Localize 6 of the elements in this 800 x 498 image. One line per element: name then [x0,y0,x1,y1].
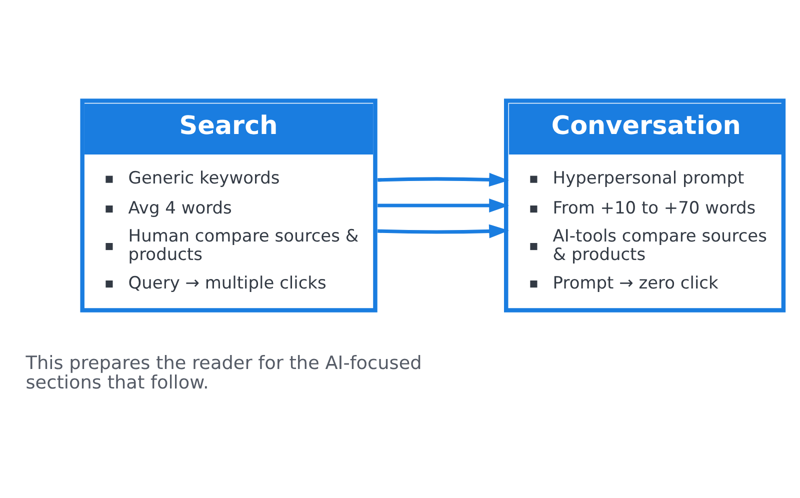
arrow [378,224,509,238]
label: This prepares the reader for the AI-focused sections that follow. [26,352,422,394]
arrow [378,172,509,187]
node-box: Search Generic keywords Avg 4 words Human compare sources & products Query → multiple clicks [80,98,378,312]
node-box: Conversation Hyperpersonal prompt From +10 to +70 words AI-tools compare sources & products Prompt → zero click [504,98,786,312]
arrow [378,198,509,212]
